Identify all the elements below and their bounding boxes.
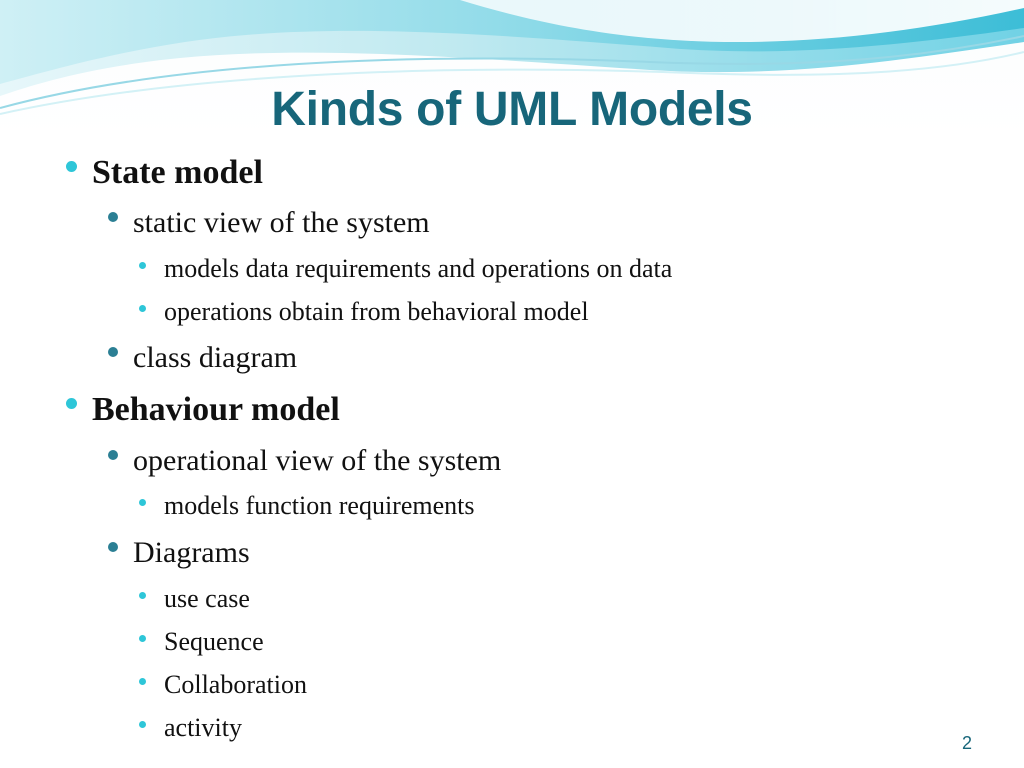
bullet-state-model: State model bbox=[66, 154, 263, 192]
bullet-operations-obtain: operations obtain from behavioral model bbox=[139, 297, 589, 327]
bullet-text: operational view of the system bbox=[133, 444, 502, 477]
bullet-dot-icon bbox=[108, 450, 118, 460]
bullet-models-function-requirements: models function requirements bbox=[139, 491, 474, 521]
bullet-text: static view of the system bbox=[133, 206, 430, 239]
bullet-text: operations obtain from behavioral model bbox=[164, 297, 589, 326]
bullet-class-diagram: class diagram bbox=[108, 341, 297, 375]
bullet-text: State model bbox=[92, 154, 263, 191]
bullet-text: use case bbox=[164, 584, 250, 613]
bullet-behaviour-model: Behaviour model bbox=[66, 391, 340, 429]
bullet-text: Collaboration bbox=[164, 670, 307, 699]
bullet-dot-icon bbox=[139, 305, 146, 312]
bullet-text: Diagrams bbox=[133, 536, 250, 569]
bullet-activity: activity bbox=[139, 713, 242, 743]
bullet-dot-icon bbox=[139, 592, 146, 599]
bullet-models-data-requirements: models data requirements and operations … bbox=[139, 254, 672, 284]
bullet-dot-icon bbox=[139, 262, 146, 269]
bullet-dot-icon bbox=[108, 212, 118, 222]
slide-title: Kinds of UML Models bbox=[271, 83, 753, 136]
bullet-dot-icon bbox=[108, 347, 118, 357]
bullet-sequence: Sequence bbox=[139, 627, 264, 657]
bullet-dot-icon bbox=[66, 161, 77, 172]
page-number: 2 bbox=[961, 733, 972, 753]
bullet-text: Behaviour model bbox=[92, 391, 340, 428]
bullet-dot-icon bbox=[139, 499, 146, 506]
bullet-use-case: use case bbox=[139, 584, 250, 614]
bullet-dot-icon bbox=[139, 721, 146, 728]
bullet-collaboration: Collaboration bbox=[139, 670, 307, 700]
bullet-operational-view: operational view of the system bbox=[108, 444, 501, 478]
bullet-static-view: static view of the system bbox=[108, 206, 430, 240]
bullet-text: models function requirements bbox=[164, 491, 475, 520]
bullet-dot-icon bbox=[66, 398, 77, 409]
bullet-text: class diagram bbox=[133, 341, 298, 374]
bullet-text: models data requirements and operations … bbox=[164, 254, 673, 283]
bullet-dot-icon bbox=[139, 678, 146, 685]
bullet-diagrams: Diagrams bbox=[108, 536, 250, 570]
bullet-text: Sequence bbox=[164, 627, 264, 656]
bullet-dot-icon bbox=[108, 542, 118, 552]
bullet-dot-icon bbox=[139, 635, 146, 642]
bullet-text: activity bbox=[164, 713, 242, 742]
